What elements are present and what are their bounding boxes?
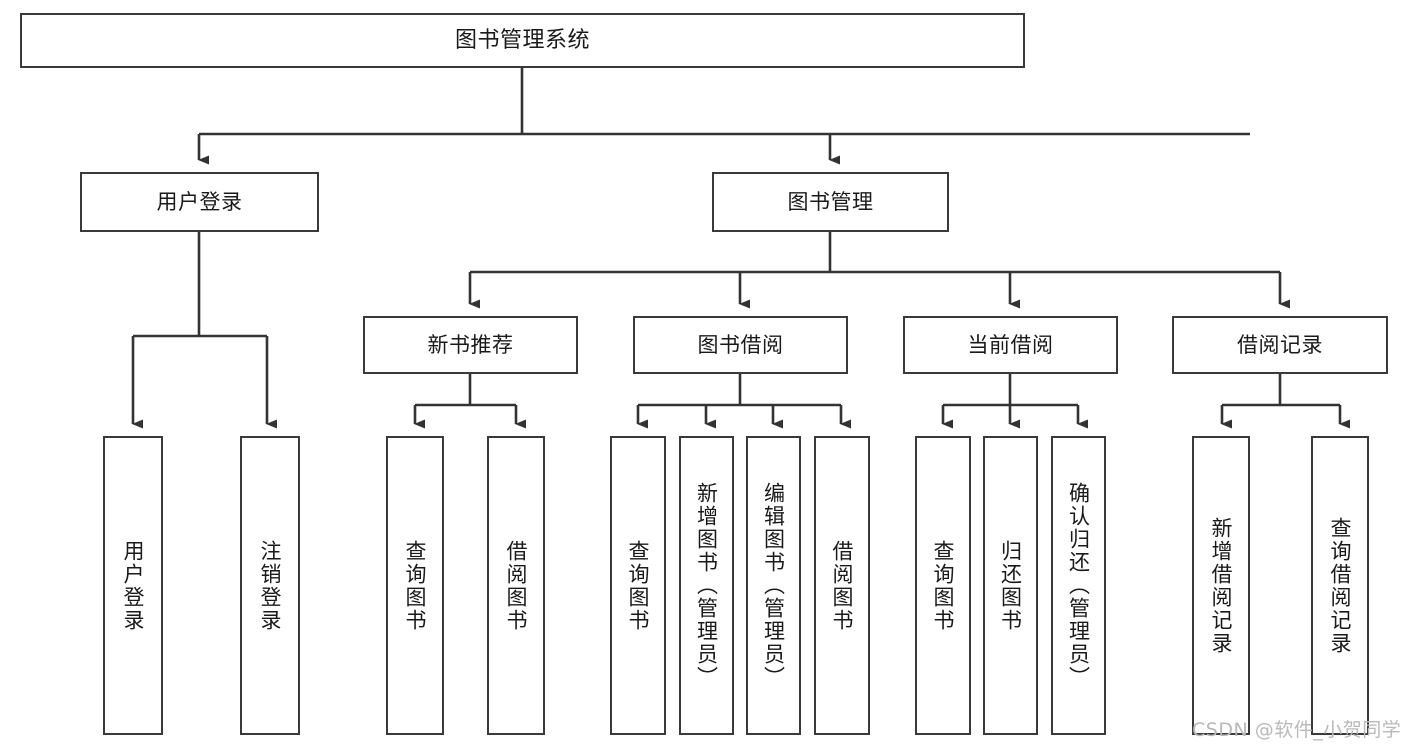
node-new-book-recommendation[interactable]: 新书推荐 [363, 316, 578, 374]
node-label: 图书管理系统 [454, 27, 590, 53]
leaf-confirm-return-admin[interactable]: 确认归还（管理员） [1051, 436, 1106, 735]
leaf-edit-book-admin[interactable]: 编辑图书（管理员） [746, 436, 801, 735]
node-label: 借阅图书 [830, 539, 855, 632]
leaf-user-login[interactable]: 用户登录 [103, 436, 163, 735]
node-label: 查询图书 [403, 539, 428, 632]
leaf-query-borrow-record[interactable]: 查询借阅记录 [1311, 436, 1369, 735]
node-label: 新增图书（管理员） [694, 482, 719, 689]
node-label: 注销登录 [258, 539, 283, 632]
node-label: 新增借阅记录 [1209, 516, 1234, 655]
leaf-query-book-current[interactable]: 查询图书 [915, 436, 971, 735]
csdn-watermark: CSDN @软件_小贺同学 [1192, 719, 1402, 741]
leaf-borrow-book-borrowing[interactable]: 借阅图书 [814, 436, 870, 735]
node-label: 借阅记录 [1237, 332, 1323, 357]
leaf-query-book-recommendation[interactable]: 查询图书 [386, 436, 444, 735]
leaf-return-book[interactable]: 归还图书 [983, 436, 1038, 735]
leaf-add-book-admin[interactable]: 新增图书（管理员） [679, 436, 734, 735]
node-current-borrowing[interactable]: 当前借阅 [903, 316, 1118, 374]
node-label: 查询图书 [626, 539, 651, 632]
leaf-query-book-borrowing[interactable]: 查询图书 [610, 436, 666, 735]
node-label: 用户登录 [156, 189, 243, 214]
node-label: 新书推荐 [427, 332, 514, 357]
leaf-logout[interactable]: 注销登录 [240, 436, 300, 735]
node-user-login[interactable]: 用户登录 [80, 172, 319, 232]
node-label: 当前借阅 [967, 332, 1054, 357]
node-label: 查询图书 [931, 539, 956, 632]
node-book-management[interactable]: 图书管理 [712, 172, 949, 232]
leaf-add-borrow-record[interactable]: 新增借阅记录 [1192, 436, 1250, 735]
node-root-book-management-system[interactable]: 图书管理系统 [20, 13, 1025, 68]
node-book-borrowing[interactable]: 图书借阅 [633, 316, 848, 374]
node-label: 编辑图书（管理员） [761, 482, 786, 689]
node-label: 借阅图书 [504, 539, 529, 632]
node-label: 归还图书 [998, 539, 1023, 632]
node-label: 查询借阅记录 [1328, 516, 1353, 655]
leaf-borrow-book-recommendation[interactable]: 借阅图书 [487, 436, 545, 735]
node-label: 图书管理 [787, 189, 874, 214]
node-label: 图书借阅 [697, 332, 784, 357]
node-label: 确认归还（管理员） [1066, 482, 1091, 689]
node-label: 用户登录 [121, 539, 146, 632]
node-borrowing-record[interactable]: 借阅记录 [1172, 316, 1388, 374]
